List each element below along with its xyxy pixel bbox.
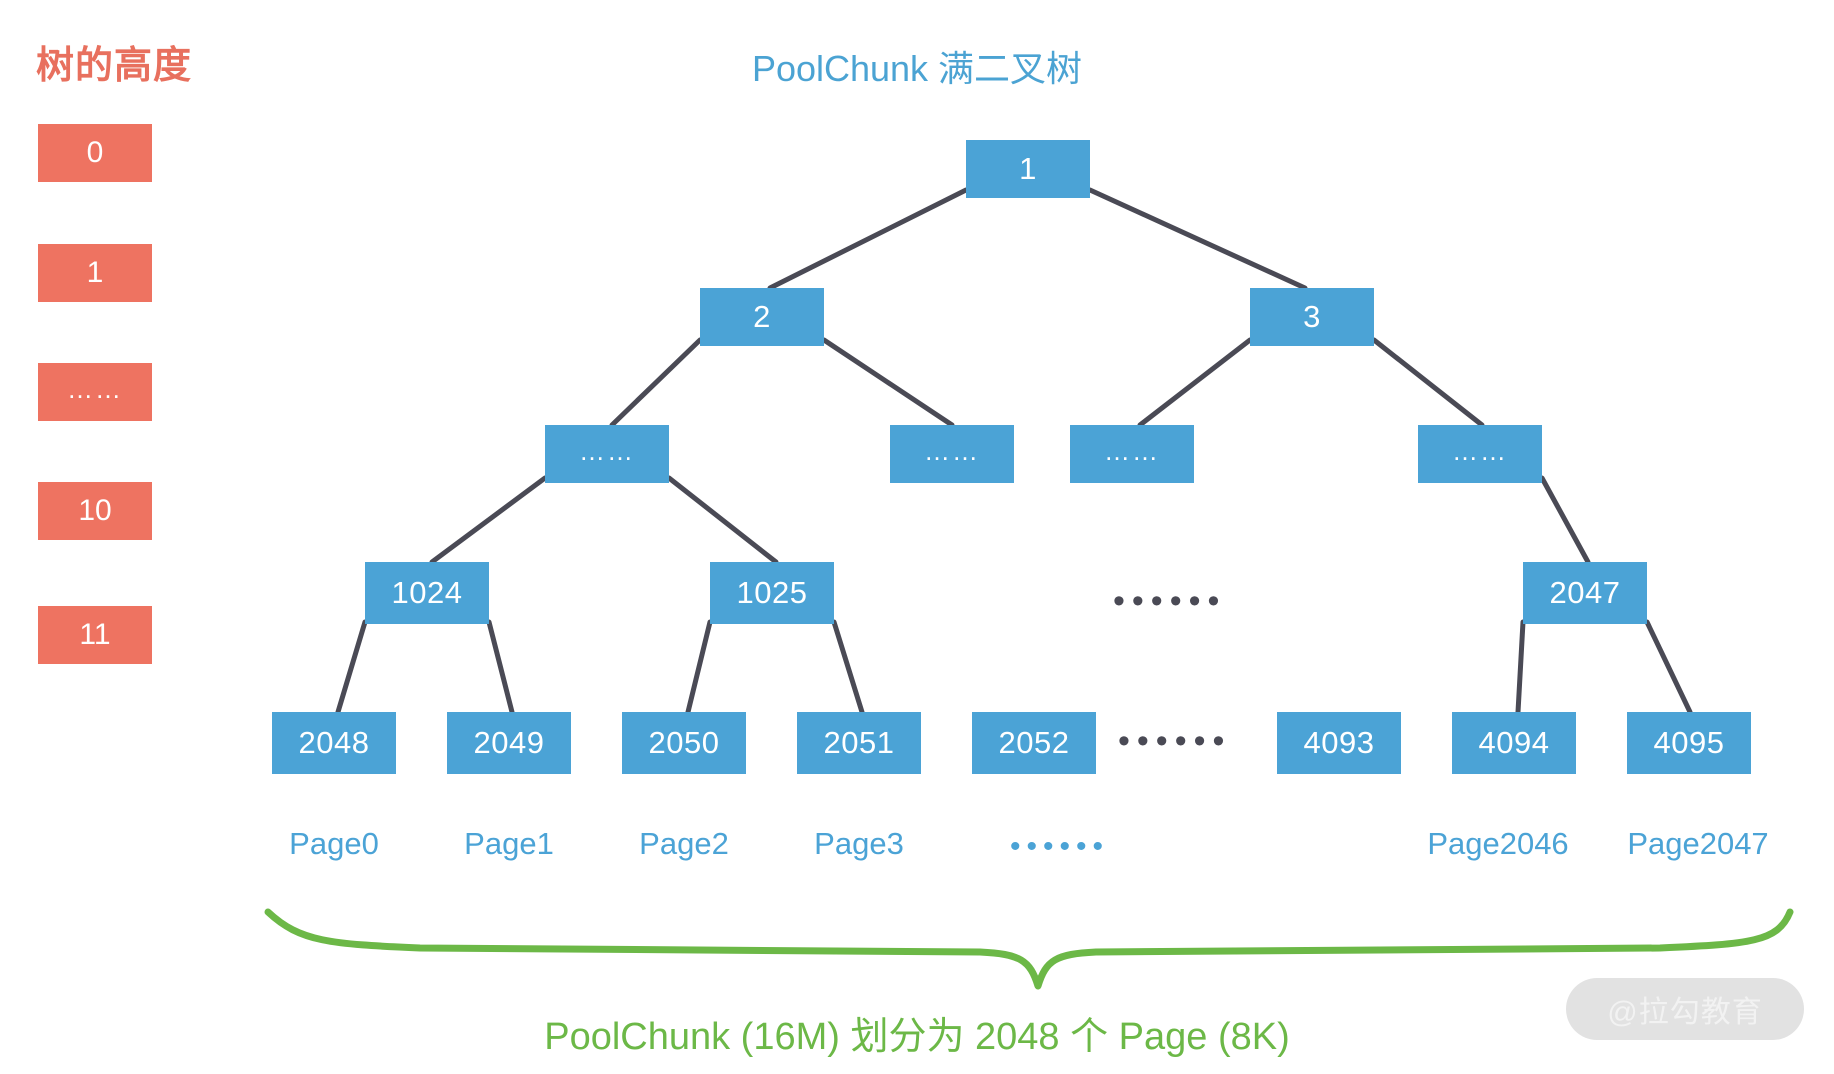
edge-d4-2047 <box>1539 475 1591 565</box>
level-box-label: …… <box>67 373 123 404</box>
page-label-2047: Page2047 <box>1627 826 1769 861</box>
level-box-label: 0 <box>86 136 104 169</box>
edge-d1-1024 <box>429 475 548 565</box>
tree-node-1[interactable]: 1 <box>966 140 1090 198</box>
page-label-0: Page0 <box>289 826 379 861</box>
edge-2-l <box>609 337 703 428</box>
tree-node-label: …… <box>1452 435 1508 466</box>
tree-node-2052[interactable]: 2052 <box>972 712 1096 774</box>
tree-node-4093[interactable]: 4093 <box>1277 712 1401 774</box>
left-heading-tree-height: 树的高度 <box>36 45 193 87</box>
tree-node-label: 4095 <box>1653 725 1725 760</box>
tree-node-2[interactable]: 2 <box>700 288 824 346</box>
page-label-3: Page3 <box>814 826 904 861</box>
page-label-2046: Page2046 <box>1427 826 1569 861</box>
level-box-label: 10 <box>78 494 112 527</box>
tree-node-2047[interactable]: 2047 <box>1523 562 1647 624</box>
tree-node-4094[interactable]: 4094 <box>1452 712 1576 774</box>
tree-node-2051[interactable]: 2051 <box>797 712 921 774</box>
tree-node-2049[interactable]: 2049 <box>447 712 571 774</box>
watermark-badge: @拉勾教育 <box>1566 978 1804 1040</box>
tree-node-label: 4093 <box>1303 725 1375 760</box>
tree-node-label: 2051 <box>823 725 895 760</box>
level-box-1: 1 <box>38 244 152 302</box>
tree-node-label: …… <box>1104 435 1160 466</box>
edge-3-l <box>1137 337 1253 428</box>
edge-3-r <box>1371 337 1485 428</box>
tree-node-label: 2 <box>753 299 771 334</box>
tree-node-label: 2052 <box>998 725 1070 760</box>
page-title: PoolChunk 满二叉树 <box>751 48 1083 89</box>
tree-node-label: …… <box>579 435 635 466</box>
level-box-2: …… <box>38 363 152 421</box>
tree-node-label: 1025 <box>736 575 808 610</box>
tree-node-ellipsis-3[interactable]: …… <box>1070 425 1194 483</box>
edge-1025-2050 <box>685 619 713 715</box>
level-box-label: 11 <box>79 618 111 651</box>
tree-node-label: 2047 <box>1549 575 1621 610</box>
tree-node-ellipsis-4[interactable]: …… <box>1418 425 1542 483</box>
edge-2-r <box>821 337 955 428</box>
tree-node-3[interactable]: 3 <box>1250 288 1374 346</box>
ellipsis-level11-gap: •••••• <box>1118 722 1232 760</box>
tree-node-ellipsis-1[interactable]: …… <box>545 425 669 483</box>
edge-1025-2051 <box>831 619 865 715</box>
tree-node-ellipsis-2[interactable]: …… <box>890 425 1014 483</box>
edge-1024-2048 <box>335 619 368 715</box>
edge-1-2 <box>767 187 969 291</box>
edge-1-3 <box>1087 187 1308 291</box>
tree-node-label: 3 <box>1303 299 1321 334</box>
level-box-10: 10 <box>38 482 152 540</box>
tree-node-label: 2049 <box>473 725 545 760</box>
green-brace <box>264 908 1794 990</box>
edge-d1-1025 <box>666 475 779 565</box>
bottom-caption: PoolChunk (16M) 划分为 2048 个 Page (8K) <box>544 1016 1290 1058</box>
tree-node-1025[interactable]: 1025 <box>710 562 834 624</box>
tree-node-4095[interactable]: 4095 <box>1627 712 1751 774</box>
tree-node-label: 2048 <box>298 725 370 760</box>
ellipsis-level10-gap: •••••• <box>1113 582 1227 620</box>
tree-node-label: 1024 <box>391 575 463 610</box>
level-box-0: 0 <box>38 124 152 182</box>
edge-1024-2049 <box>486 619 515 715</box>
edge-2047-4094 <box>1515 619 1526 715</box>
tree-node-label: …… <box>924 435 980 466</box>
tree-node-2050[interactable]: 2050 <box>622 712 746 774</box>
ellipsis-page-gap: •••••• <box>1010 830 1110 863</box>
level-box-label: 1 <box>86 256 104 289</box>
tree-node-label: 4094 <box>1478 725 1550 760</box>
tree-node-label: 1 <box>1019 151 1037 186</box>
tree-node-1024[interactable]: 1024 <box>365 562 489 624</box>
edge-2047-4095 <box>1644 619 1693 715</box>
tree-node-label: 2050 <box>648 725 720 760</box>
tree-node-2048[interactable]: 2048 <box>272 712 396 774</box>
page-label-1: Page1 <box>464 826 554 861</box>
level-box-11: 11 <box>38 606 152 664</box>
page-label-2: Page2 <box>639 826 729 861</box>
